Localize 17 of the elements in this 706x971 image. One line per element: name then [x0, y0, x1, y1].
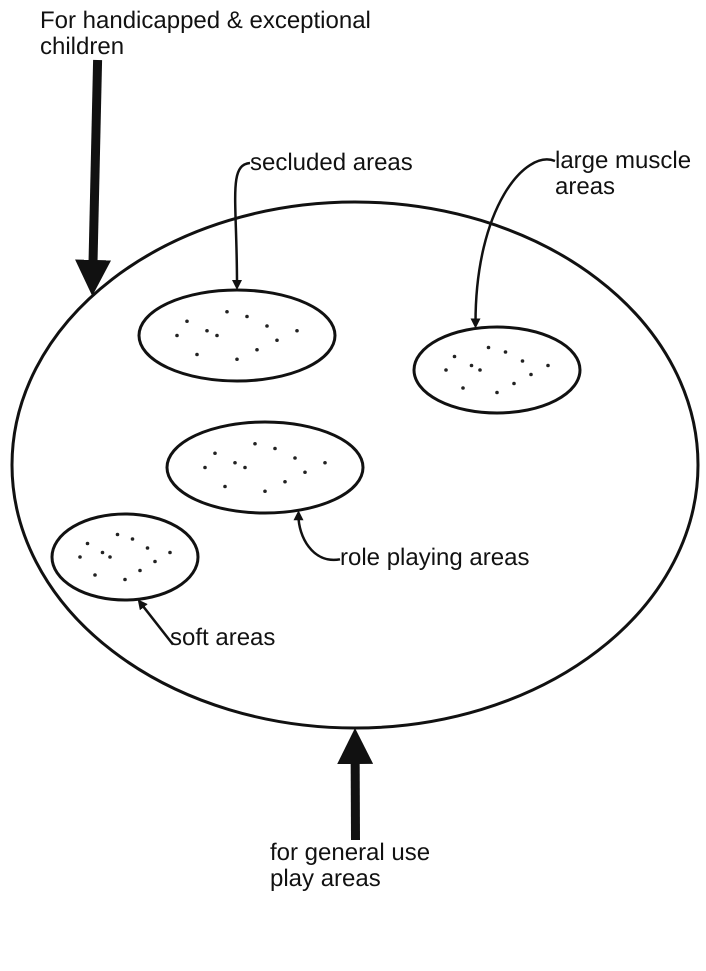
user-group-label: For handicapped & exceptional children	[40, 8, 400, 60]
area-label: soft areas	[170, 625, 320, 651]
entry-arrow	[337, 728, 374, 840]
leader-arrow	[138, 599, 174, 646]
user-group-label: for general use play areas	[270, 840, 460, 892]
activity-area	[50, 512, 200, 602]
area-label: large muscle areas	[555, 148, 695, 200]
area-label: role playing areas	[340, 545, 580, 571]
activity-area	[165, 420, 365, 515]
leader-arrow	[294, 510, 340, 562]
leader-arrow	[232, 162, 250, 290]
leader-arrow	[470, 158, 556, 328]
entry-arrow	[75, 60, 112, 296]
area-label: secluded areas	[250, 150, 450, 176]
site-outline	[10, 200, 700, 730]
activity-area	[137, 288, 337, 383]
activity-area	[412, 325, 582, 415]
